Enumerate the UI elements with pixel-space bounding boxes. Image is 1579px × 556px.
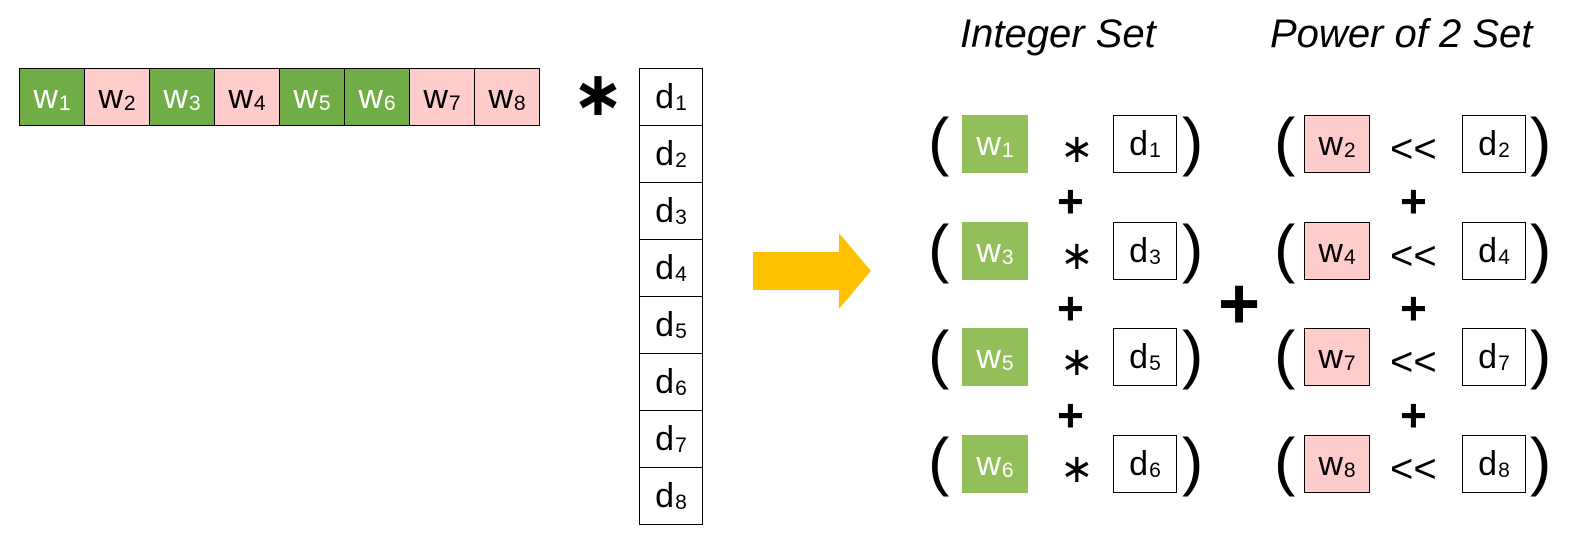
power-term-open-paren: ( bbox=[1274, 425, 1296, 497]
power-term-open-paren: ( bbox=[1274, 318, 1296, 390]
sets-plus-sign: + bbox=[1218, 264, 1261, 344]
power-set-title: Power of 2 Set bbox=[1270, 12, 1533, 56]
integer-term-close-paren: ) bbox=[1182, 212, 1204, 284]
integer-term-plus-sign: + bbox=[1057, 175, 1084, 227]
integer-term-plus-sign: + bbox=[1057, 282, 1084, 334]
multiply-symbol: ∗ bbox=[572, 60, 624, 129]
power-term-close-paren: ) bbox=[1530, 105, 1552, 177]
power-term-close-paren: ) bbox=[1530, 425, 1552, 497]
power-term-operator: << bbox=[1390, 340, 1437, 384]
integer-term-operator: ∗ bbox=[1060, 340, 1094, 384]
integer-term-operator: ∗ bbox=[1060, 127, 1094, 171]
integer-term-close-paren: ) bbox=[1182, 425, 1204, 497]
power-term-plus-sign: + bbox=[1400, 175, 1427, 227]
power-term-close-paren: ) bbox=[1530, 318, 1552, 390]
power-term-open-paren: ( bbox=[1274, 212, 1296, 284]
integer-term-open-paren: ( bbox=[928, 105, 950, 177]
power-term-operator: << bbox=[1390, 447, 1437, 491]
power-term-open-paren: ( bbox=[1274, 105, 1296, 177]
integer-term-close-paren: ) bbox=[1182, 105, 1204, 177]
integer-term-open-paren: ( bbox=[928, 318, 950, 390]
power-term-plus-sign: + bbox=[1400, 282, 1427, 334]
power-term-operator: << bbox=[1390, 234, 1437, 278]
power-term-close-paren: ) bbox=[1530, 212, 1552, 284]
integer-term-open-paren: ( bbox=[928, 425, 950, 497]
integer-term-close-paren: ) bbox=[1182, 318, 1204, 390]
power-term-plus-sign: + bbox=[1400, 389, 1427, 441]
right-arrow-icon bbox=[753, 233, 871, 309]
power-term-operator: << bbox=[1390, 127, 1437, 171]
integer-term-open-paren: ( bbox=[928, 212, 950, 284]
integer-term-operator: ∗ bbox=[1060, 447, 1094, 491]
integer-term-plus-sign: + bbox=[1057, 389, 1084, 441]
integer-set-title: Integer Set bbox=[960, 12, 1156, 56]
integer-term-operator: ∗ bbox=[1060, 234, 1094, 278]
